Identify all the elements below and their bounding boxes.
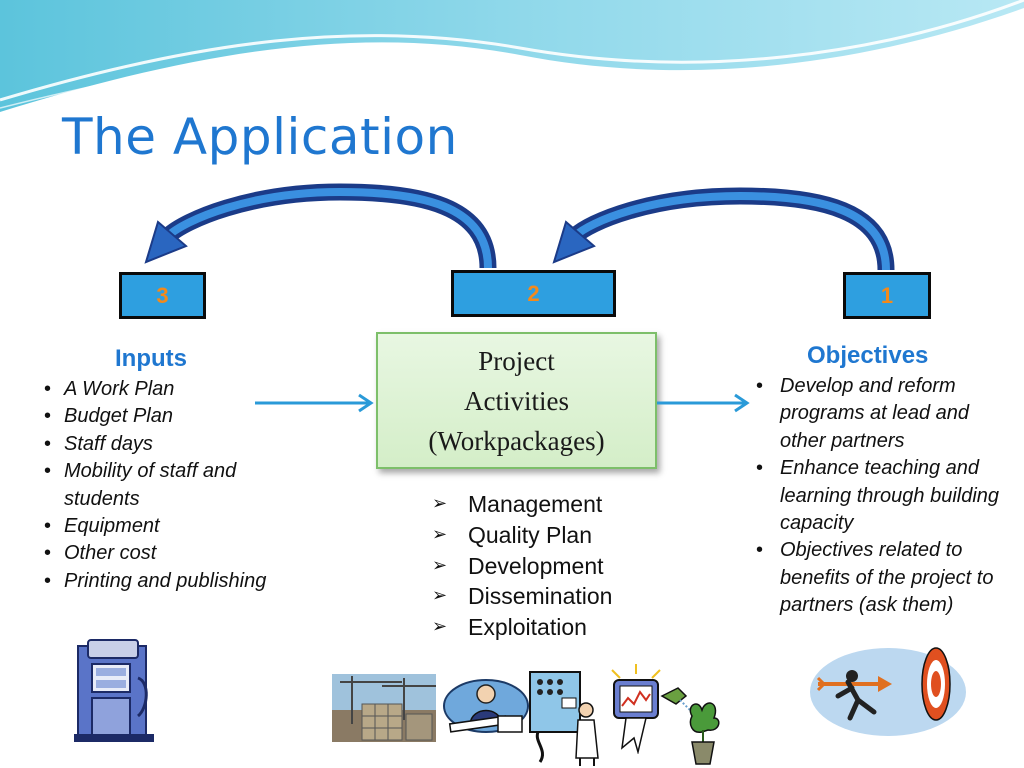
objective-item: Objectives related to benefits of the pr… (752, 537, 1020, 619)
objective-item: Develop and reform programs at lead and … (752, 373, 1020, 455)
inputs-list: A Work Plan Budget Plan Staff days Mobil… (42, 376, 282, 596)
scientist-machine-icon (529, 671, 599, 766)
input-item: Other cost (42, 540, 282, 568)
project-activities-box: Project Activities (Workpackages) (376, 332, 657, 469)
activity-item: Dissemination (430, 581, 660, 612)
objectives-list: Develop and reform programs at lead and … (752, 373, 1020, 620)
inputs-heading: Inputs (115, 345, 187, 372)
input-item: Staff days (42, 431, 282, 459)
step-number-2: 2 (527, 280, 540, 306)
activity-item: Exploitation (430, 612, 660, 643)
objectives-heading: Objectives (807, 342, 929, 369)
step-number-1: 1 (880, 282, 894, 308)
arrow-1-to-2 (552, 187, 895, 271)
step-box-1: 1 (843, 272, 931, 319)
center-box-line-3: (Workpackages) (428, 425, 605, 456)
money-plant-icon (660, 687, 720, 765)
center-box-line-2: Activities (464, 385, 569, 416)
step-box-2: 2 (451, 270, 616, 317)
step-box-3: 3 (119, 272, 206, 319)
activity-item: Management (430, 489, 660, 520)
curved-arrows (144, 183, 895, 271)
target-runner-icon (810, 647, 966, 736)
center-box-line-1: Project (478, 345, 555, 376)
arrow-activities-to-objectives (657, 393, 750, 413)
input-item: Printing and publishing (42, 568, 282, 596)
activity-item: Quality Plan (430, 520, 660, 551)
office-worker-icon (443, 679, 529, 733)
tv-monitor-icon (611, 664, 661, 754)
activity-item: Development (430, 551, 660, 582)
header-wave-decoration (0, 0, 1024, 112)
activities-list: Management Quality Plan Development Diss… (430, 489, 660, 643)
input-item: A Work Plan (42, 376, 282, 404)
gas-pump-icon (74, 639, 154, 742)
objective-item: Enhance teaching and learning through bu… (752, 455, 1020, 537)
input-item: Mobility of staff and students (42, 458, 282, 513)
arrow-2-to-3 (144, 183, 497, 269)
input-item: Equipment (42, 513, 282, 541)
input-item: Budget Plan (42, 403, 282, 431)
step-number-3: 3 (156, 282, 169, 308)
construction-site-icon (332, 674, 436, 742)
slide-title: The Application (62, 108, 458, 166)
